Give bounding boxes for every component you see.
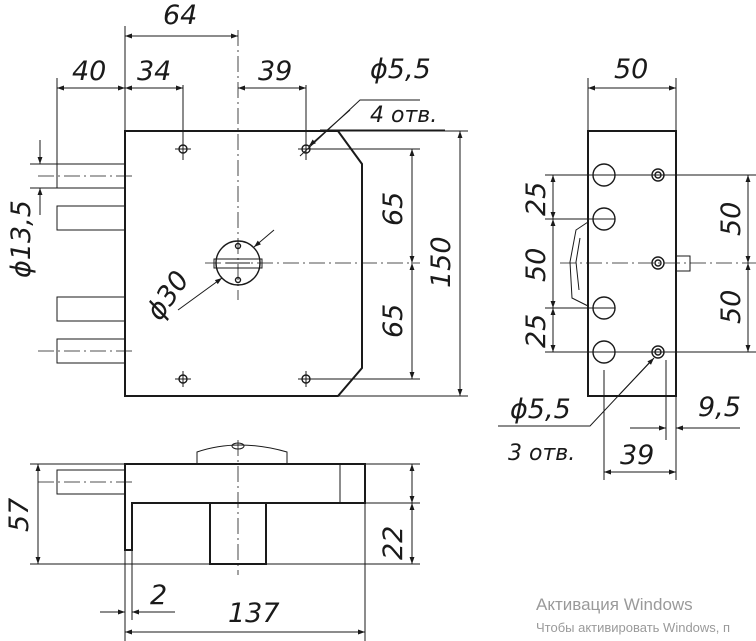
side-view [498,78,756,480]
bolt-3 [56,296,126,322]
dim-9-5-side: 9,5 [698,392,741,423]
dim-25-side-bottom: 25 [521,314,552,348]
dim-hole-dia-side: ϕ5,5 [510,394,571,425]
dim-hole-count-front: 4 отв. [370,103,437,128]
dim-137: 137 [228,598,280,629]
dim-150: 150 [426,236,457,288]
bottom-body-outline [124,463,366,551]
dim-64: 64 [163,0,197,31]
bolt-1 [38,163,135,189]
dim-50-side-upper: 50 [716,202,747,236]
dim-25-side-top: 25 [521,182,552,216]
dim-50-side-mid: 50 [521,248,552,282]
bolt-2 [56,205,126,231]
dim-40: 40 [72,56,106,87]
dim-hole-count-side: 3 отв. [508,441,575,466]
dim-65-upper: 65 [378,192,409,226]
front-view [30,26,468,397]
dim-34: 34 [137,56,171,87]
dim-65-lower: 65 [378,304,409,338]
bottom-view [30,440,420,641]
dim-39-side: 39 [620,440,654,471]
dim-22: 22 [378,526,409,560]
dim-bolt-dia: ϕ13,5 [6,200,37,278]
bolt-4 [38,338,135,364]
windows-activation-title: Активация Windows [536,595,693,614]
dim-cylinder-dia: ϕ30 [140,265,195,326]
dim-39-front: 39 [258,56,292,87]
windows-activation-subtitle: Чтобы активировать Windows, п [536,620,730,635]
dim-hole-dia-front: ϕ5,5 [370,54,431,85]
dim-50-side-lower: 50 [716,290,747,324]
dim-57: 57 [4,498,35,532]
dim-2: 2 [150,580,167,611]
dim-50-side-top: 50 [614,54,648,85]
